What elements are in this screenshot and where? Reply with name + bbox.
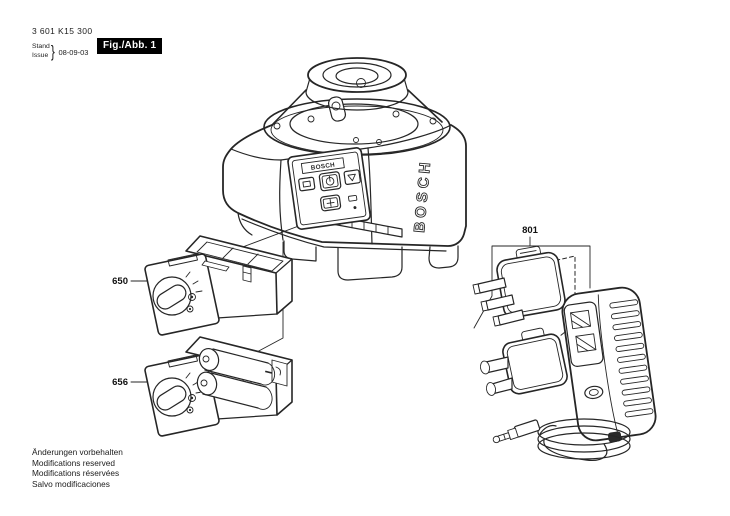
footer-line-de: Änderungen vorbehalten	[32, 447, 123, 457]
issue-label: Issue	[32, 52, 49, 59]
battery-box-cover	[196, 241, 284, 272]
panel-bosch-logo: BOSCH	[310, 162, 335, 172]
figure-label: Fig./Abb. 1	[97, 38, 163, 54]
charger-vents	[609, 299, 654, 418]
charger-socket	[563, 301, 604, 367]
euro-plug	[479, 327, 568, 396]
manual-button-icon	[319, 194, 342, 212]
part-label-650: 650	[112, 276, 128, 287]
mode-button-icon	[298, 176, 316, 192]
footer-line-fr: Modifications réservées	[32, 468, 120, 479]
footer-line-en: Modifications reserved	[32, 457, 116, 468]
rotary-head	[305, 57, 409, 111]
bracket-801	[473, 236, 591, 329]
side-bosch-logo: BOSCH	[411, 158, 434, 233]
led-indicator	[348, 194, 358, 210]
slope-button-icon	[343, 169, 361, 185]
stand-label: Stand	[32, 43, 50, 51]
laser-level-drawing: BOSCH	[222, 57, 467, 281]
cable-jack-plug	[492, 419, 541, 444]
part-label-801: 801	[522, 225, 539, 236]
battery-cells	[196, 347, 288, 410]
stand-issue-block: Stand Issue } 08-09-03	[32, 42, 88, 62]
footer-line-es: Salvo modificaciones	[32, 479, 110, 490]
charger-body	[561, 286, 657, 443]
battery-box-656	[143, 336, 293, 438]
power-cable-coil	[537, 418, 631, 461]
battery-box-650	[143, 235, 293, 337]
panel-brand-plate: BOSCH	[300, 157, 345, 174]
disclaimer-block: Änderungen vorbehalten Modifications res…	[32, 447, 123, 490]
part-number: 3 601 K15 300	[32, 26, 93, 36]
head-cage	[263, 89, 451, 156]
part-label-656: 656	[112, 377, 128, 388]
uk-plug	[472, 245, 566, 327]
device-body	[222, 124, 467, 281]
issue-date: 08-09-03	[58, 47, 89, 57]
power-button-icon	[318, 171, 342, 192]
brace-glyph: }	[50, 42, 55, 61]
charger-indicator	[584, 385, 604, 400]
control-panel: BOSCH	[287, 147, 371, 230]
